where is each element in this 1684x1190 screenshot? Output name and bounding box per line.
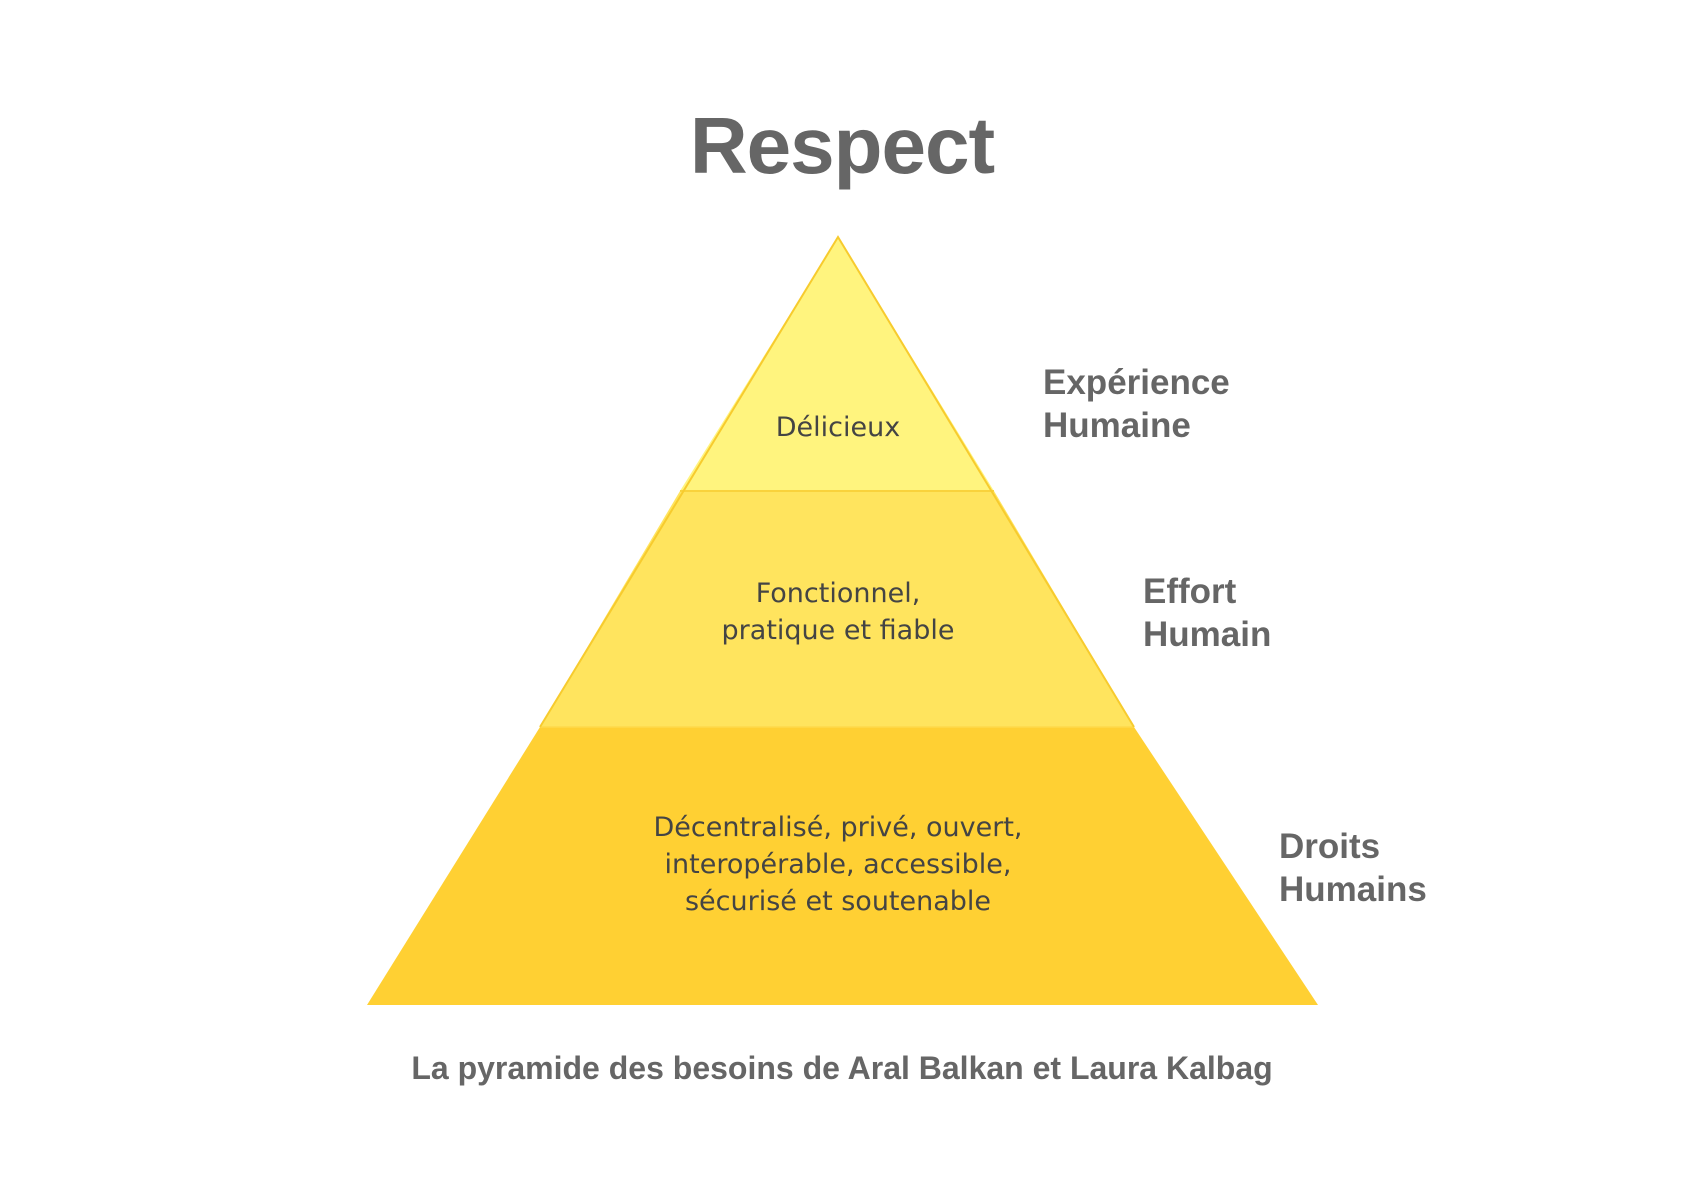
side-label-line: Expérience [1043, 363, 1230, 402]
tier-text-line: Fonctionnel, [755, 578, 921, 609]
side-label-human-rights: Droits Humains [1279, 825, 1427, 911]
side-label-human-effort: Effort Humain [1143, 570, 1271, 656]
tier-bottom-text: Décentralisé, privé, ouvert, interopérab… [588, 809, 1088, 920]
page-title: Respect [689, 101, 995, 190]
pyramid-tier-bottom [367, 727, 1318, 1005]
side-label-line: Droits [1279, 827, 1381, 866]
tier-text-line: interopérable, accessible, [664, 849, 1012, 880]
pyramid-tier-top [680, 237, 994, 491]
figure-caption: La pyramide des besoins de Aral Balkan e… [411, 1050, 1273, 1086]
pyramid-tier-middle [540, 491, 1134, 727]
tier-text-line: Décentralisé, privé, ouvert, [653, 812, 1023, 843]
side-label-line: Humain [1143, 615, 1272, 654]
pyramid-outline [539, 235, 1135, 728]
side-label-human-experience: Expérience Humaine [1043, 361, 1230, 447]
tier-text-line: sécurisé et soutenable [684, 886, 992, 917]
side-label-line: Effort [1143, 572, 1237, 611]
tier-middle-text: Fonctionnel, pratique et fiable [638, 575, 1038, 649]
side-label-line: Humains [1279, 870, 1427, 909]
tier-text-line: Délicieux [775, 412, 901, 443]
side-label-line: Humaine [1043, 406, 1191, 445]
tier-text-line: pratique et fiable [721, 615, 955, 646]
tier-top-text: Délicieux [688, 409, 988, 446]
